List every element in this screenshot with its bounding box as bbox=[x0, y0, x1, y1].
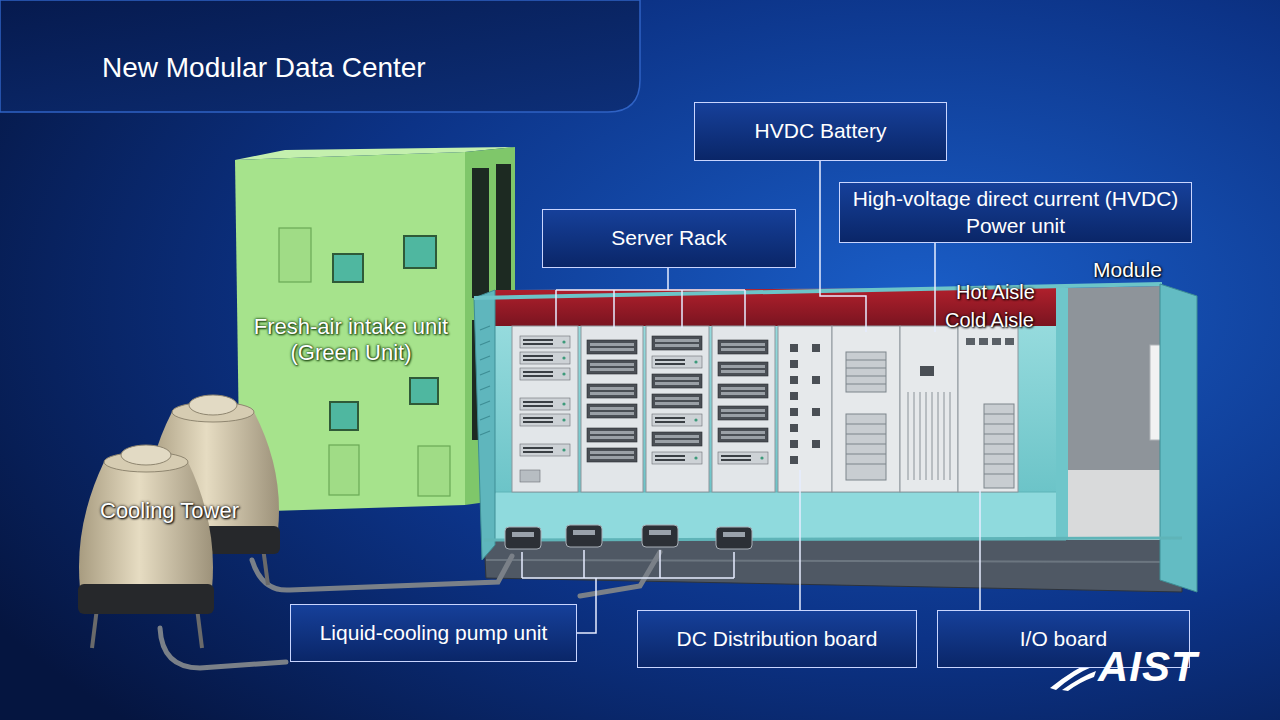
callout-box: Liquid-cooling pump unit bbox=[290, 604, 577, 662]
tower-label: Cooling Tower bbox=[100, 498, 239, 524]
aisle-label: Cold Aisle bbox=[945, 309, 1034, 332]
box-text: DC Distribution board bbox=[677, 626, 878, 652]
callout-box: HVDC Battery bbox=[694, 102, 947, 161]
aisle-label: Hot Aisle bbox=[956, 281, 1035, 304]
box-text: Server Rack bbox=[611, 225, 727, 251]
module-label: Module bbox=[1093, 258, 1162, 282]
callout-box: High-voltage direct current (HVDC) Power… bbox=[839, 182, 1192, 243]
box-text: I/O board bbox=[1020, 626, 1108, 652]
box-text: Liquid-cooling pump unit bbox=[320, 620, 548, 646]
diagram-title: New Modular Data Center bbox=[102, 52, 426, 84]
green-unit: Fresh-air intake unit (Green Unit) bbox=[235, 160, 467, 520]
callout-box: Server Rack bbox=[542, 209, 796, 268]
box-text: HVDC Battery bbox=[755, 118, 887, 144]
callout-box: DC Distribution board bbox=[637, 610, 917, 668]
box-text: High-voltage direct current (HVDC) Power… bbox=[846, 186, 1185, 239]
logo-text: AIST bbox=[1098, 643, 1198, 691]
box-text: Fresh-air intake unit (Green Unit) bbox=[241, 314, 461, 367]
